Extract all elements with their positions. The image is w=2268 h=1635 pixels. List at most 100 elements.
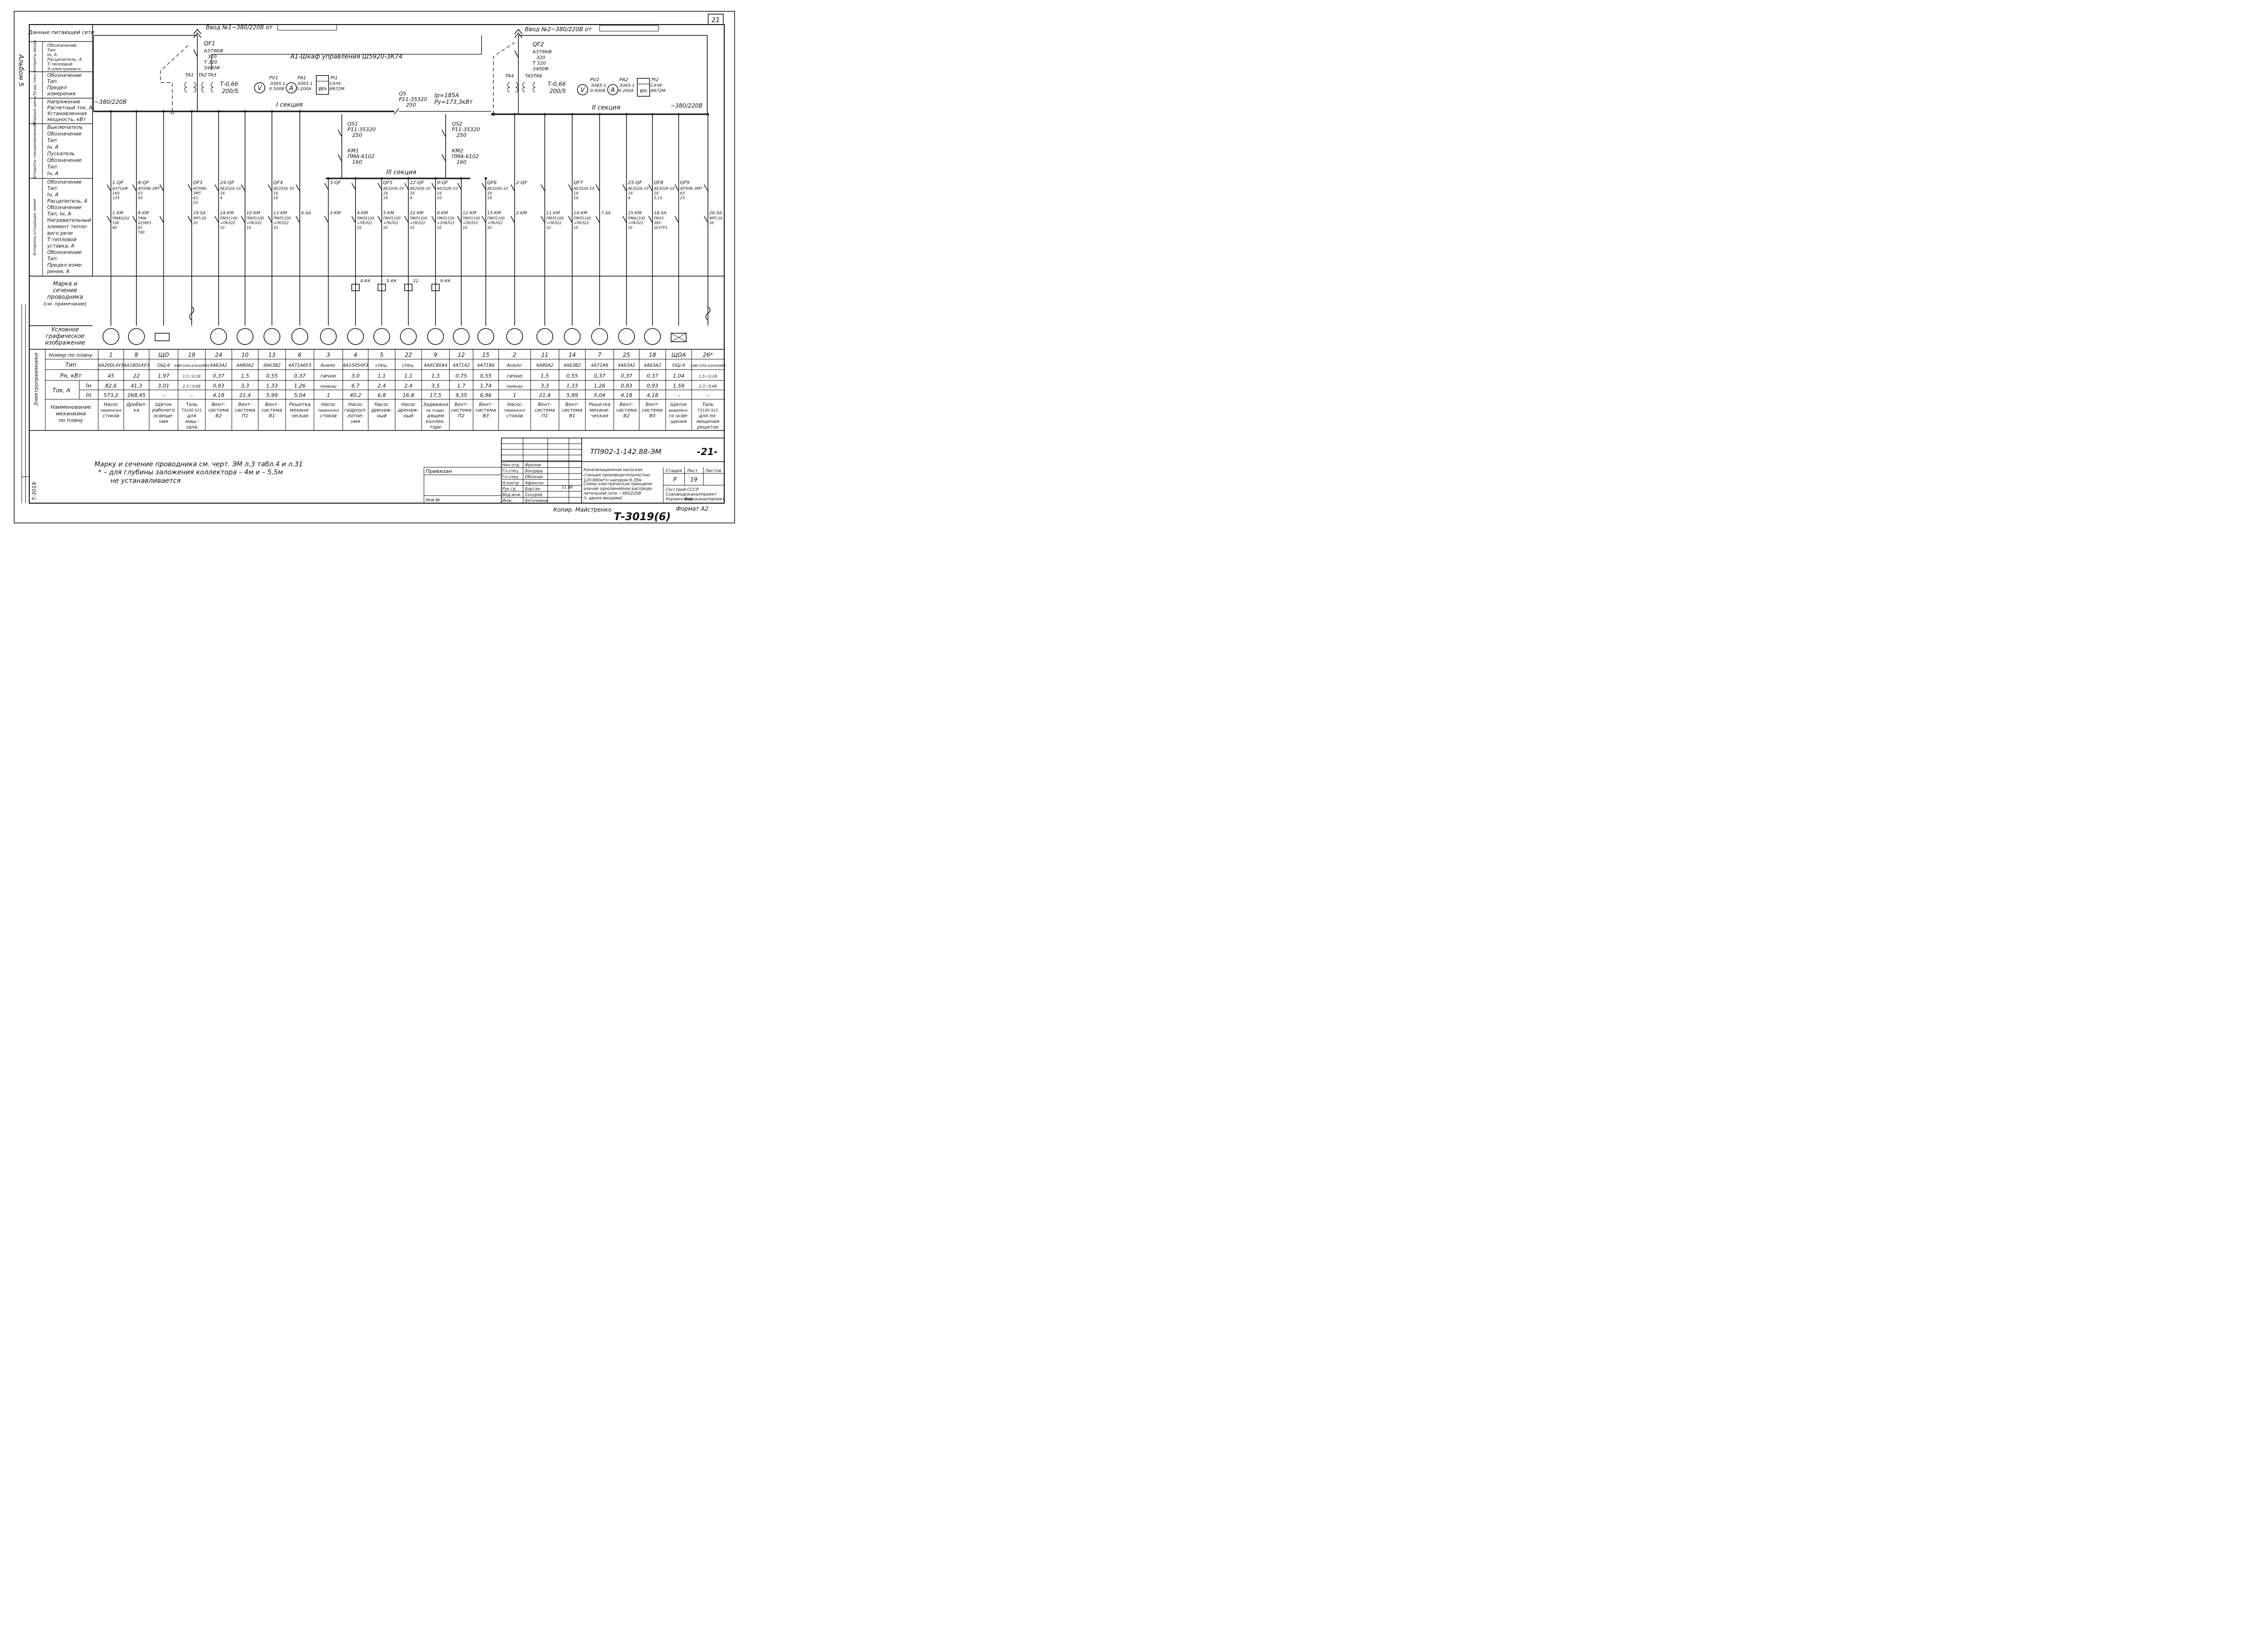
ep-label: Электроприемники: [33, 353, 39, 406]
breaker-blade: [159, 184, 164, 192]
starter-label: 22-КМ: [410, 211, 423, 216]
breaker-spec: АЕ2026-10: [273, 186, 294, 191]
starter-spec: 20: [193, 221, 198, 225]
contactor-blade: [214, 216, 219, 223]
section-2-label: II секция: [592, 104, 620, 111]
cell-name: Вент-: [238, 402, 252, 407]
contactor-blade: [107, 216, 111, 223]
cell-name: маш-: [186, 419, 198, 424]
input2-bspec-3: Т 320: [533, 61, 546, 66]
cell-num: 7: [598, 352, 601, 358]
cell-name: Решетка: [289, 402, 310, 407]
input2-ct-spec-1: Т-0,66: [548, 81, 566, 87]
relay-label: 22: [413, 279, 419, 284]
breaker-spec: 16: [220, 191, 225, 195]
motor-icon: [618, 328, 635, 345]
tb-name: Фролов: [525, 463, 541, 468]
header-row-label: Тип: [47, 48, 55, 53]
cell-type: 4А71А6: [591, 363, 608, 368]
breaker-blade: [324, 183, 329, 190]
cell-ip: –: [707, 392, 710, 398]
cell-power: гично: [507, 373, 523, 379]
starter-spec: 10: [220, 226, 225, 230]
side-stamp: Т-3019: [31, 482, 37, 500]
bus-tap: [162, 110, 165, 113]
header-row-label: Нагревательный: [47, 218, 91, 223]
cell-name: Таль: [186, 402, 198, 407]
starter-spec: +ПКЛ22: [487, 221, 503, 225]
km1-name: КМ1: [347, 148, 359, 154]
ct4-coil: [507, 82, 510, 93]
cell-name: стоков: [320, 413, 337, 419]
header-row-label: Пускатель: [47, 151, 75, 157]
starter-spec: 10: [487, 226, 492, 230]
cell-in: 1,26: [594, 383, 606, 389]
breaker-spec: 16: [273, 196, 278, 200]
breaker-spec: 16: [383, 196, 388, 200]
cell-name: В2: [215, 413, 221, 419]
starter-spec: +ПКЛ22: [546, 221, 562, 225]
header-row-label: Обозначение: [47, 73, 82, 78]
cell-name: Вент-: [212, 402, 226, 407]
bus-tap: [625, 113, 628, 116]
bus-tap: [244, 110, 246, 113]
tb-title-line: (с двумя вводами): [584, 496, 622, 501]
bus-tap: [298, 110, 301, 113]
cell-name: дренаж-: [398, 408, 419, 413]
format-label: Формат А2: [676, 506, 708, 512]
breaker-spec: АЕ2026-10: [220, 186, 241, 191]
km2-blade: [441, 154, 446, 162]
emergency-panel-icon: [670, 333, 687, 342]
cell-ip: 9,35: [456, 392, 467, 398]
emergency-panel-cross: [671, 333, 686, 342]
cell-num: 5: [380, 352, 384, 358]
input2-breaker: QF2: [533, 41, 544, 48]
header-row-label: Iн, А: [47, 171, 59, 177]
thermal-relay-icon: [377, 284, 386, 291]
starter-spec: +ПКЛ22: [410, 221, 425, 225]
starter-spec: 10: [383, 226, 388, 230]
cell-num: 26*: [703, 352, 713, 358]
motor-icon: [427, 328, 444, 345]
breaker-blade: [482, 183, 486, 190]
qs-rating: 250: [406, 102, 416, 108]
cell-ip: 1: [513, 392, 516, 398]
input2-bspec-4: 3400Ф: [533, 67, 549, 72]
bus-tap: [407, 177, 410, 180]
cell-num: 12: [457, 352, 465, 358]
starter-spec: 80: [112, 226, 117, 230]
motor-icon: [320, 328, 337, 345]
cell-name: перекачки: [101, 408, 122, 413]
contactor-blade: [482, 216, 486, 223]
breaker-blade: [404, 183, 409, 190]
input1-bspec-4: 3400Ф: [204, 66, 220, 71]
bus-tap: [434, 177, 437, 180]
outer-frame: [14, 11, 735, 523]
cell-name: В2: [623, 413, 629, 419]
cell-name: Насос: [401, 402, 416, 407]
input1-bspec-1: А3796Ф: [203, 49, 223, 54]
starter-spec: 4238У3: [138, 221, 152, 225]
cell-power: 1,3: [432, 373, 440, 379]
row-label-name-2: механизма: [56, 411, 86, 417]
cell-num: 15: [482, 352, 489, 358]
header-row-label: измерения: [47, 91, 76, 97]
input1-bspec-3: Т 320: [204, 60, 217, 65]
pa1-range: 0-200А: [296, 87, 311, 92]
breaker-label: QF3: [193, 180, 203, 185]
cell-name: механи-: [590, 408, 610, 413]
sheet-mark: -21-: [697, 446, 718, 457]
cell-name: на подво-: [426, 408, 445, 413]
breaker-spec: 16: [628, 191, 633, 195]
cell-num: ЩО: [158, 352, 169, 358]
cell-power: 0,37: [621, 373, 633, 379]
qs-blade: [394, 108, 399, 115]
breaker-spec: АЕ2026-10: [573, 186, 594, 191]
cell-power: 1,5: [541, 373, 549, 379]
cell-ip: 6,96: [480, 392, 492, 398]
ct3-coil: [211, 82, 214, 93]
cell-name: Задвижка: [423, 402, 448, 407]
symbol-label-2: графическое: [46, 333, 85, 339]
